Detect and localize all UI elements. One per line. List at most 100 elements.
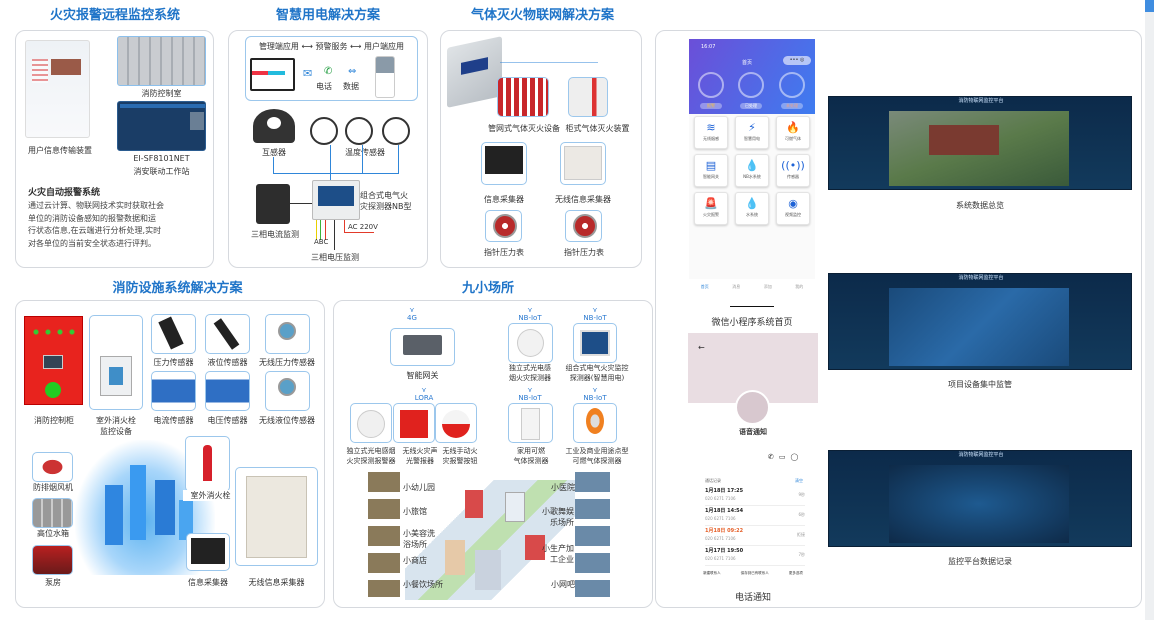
sensor-label: 电流传感器	[153, 416, 194, 425]
dial-label[interactable]: 报警	[700, 103, 722, 109]
nav-home[interactable]: 首页	[700, 284, 709, 289]
label-line: 光警报器	[406, 457, 434, 465]
nb-electric-detector-image	[573, 323, 617, 363]
sensor-label: 压力传感器	[153, 358, 194, 367]
dial-label[interactable]: 已处理	[740, 103, 762, 109]
function-tile[interactable]: ⚡智慧用电	[735, 116, 769, 149]
antenna-icon: ⋎	[527, 306, 533, 314]
call-record[interactable]: 1月18日 09:22 020 6271 7106 拒接	[705, 528, 805, 546]
wire	[325, 220, 326, 240]
more-options-button[interactable]: 更多选项	[788, 571, 803, 575]
bottom-nav: 首页 消息 添加 我的	[689, 284, 815, 290]
dial	[698, 72, 724, 98]
manual-button-image	[435, 403, 477, 443]
workstation-screen	[117, 101, 206, 151]
current-monitor-label: 三相电流监测	[251, 230, 299, 239]
nb-smoke-label: 独立式光电感烟火灾探测器	[496, 363, 564, 383]
control-room-label: 消防控制室	[141, 89, 182, 98]
function-tile[interactable]: ((•))传感器	[776, 154, 810, 187]
back-arrow-icon[interactable]: ←	[698, 343, 705, 352]
network-label: NB-IoT	[518, 394, 542, 402]
function-tile[interactable]: 💧NB水系统	[735, 154, 769, 187]
mini-app-screen: 16:07 首页 ••• ◎ 报警 已处理 未处理 ≋无线烟感⚡智慧用电🔥可燃气…	[689, 39, 815, 289]
record-duration: 拒接	[797, 532, 805, 537]
record-number: 020 6271 7106	[705, 536, 736, 541]
save-existing-button[interactable]: 保存到已有联系人	[740, 571, 769, 575]
wire	[320, 220, 321, 240]
platform-title: 消防物联网监控平台	[958, 98, 1004, 104]
nav-messages[interactable]: 消息	[732, 284, 741, 289]
fire-control-cabinet-image	[24, 316, 83, 405]
temp-sensor-coil-icon	[345, 117, 373, 145]
record-time: 1月18日 09:22	[705, 528, 744, 534]
wire	[344, 232, 374, 233]
cabinet-gas-device-image	[568, 77, 608, 117]
tile-label: 智慧用电	[744, 136, 760, 141]
desc-line: 单位的消防设备感知的报警数据和运	[28, 213, 156, 223]
antenna-nb: ⋎NB-IoT	[580, 306, 610, 322]
building-3d-image	[447, 36, 502, 108]
antenna-icon: ⋎	[592, 306, 598, 314]
tile-icon: ≋	[706, 121, 716, 134]
function-tile[interactable]: ◉视频监控	[776, 192, 810, 225]
current-transformer-image	[253, 109, 295, 143]
ac-label: AC 220V	[348, 223, 378, 231]
gas-title: 气体灭火物联网解决方案	[470, 8, 614, 23]
wire	[362, 145, 363, 173]
label-line: 气体探测器	[513, 457, 549, 465]
function-tile[interactable]: 🔥可燃气体	[776, 116, 810, 149]
tile-icon: 🚨	[704, 197, 718, 210]
wire	[398, 145, 399, 173]
place-label: 小美容洗浴场所	[403, 529, 435, 549]
call-video-message-icons[interactable]: ✆▭◯	[768, 453, 804, 461]
function-tile[interactable]: ≋无线烟感	[694, 116, 728, 149]
label-line: 灾报警按钮	[442, 457, 478, 465]
antenna-lora: ⋎LORA	[410, 386, 438, 402]
dashboard-overview-screen: 消防物联网监控平台	[828, 96, 1132, 190]
abc-label: ABC	[314, 238, 329, 246]
nav-add[interactable]: 添加	[763, 284, 772, 289]
record-time: 1月17日 19:50	[705, 548, 744, 554]
function-tile[interactable]: 🚨火灾报警	[694, 192, 728, 225]
record-number: 020 6271 7106	[705, 556, 736, 561]
new-contact-button[interactable]: 新建联系人	[703, 571, 721, 575]
nine-places-title: 九小场所	[461, 281, 514, 296]
scrollbar[interactable]	[1145, 0, 1154, 620]
capsule-menu-button[interactable]: ••• ◎	[783, 56, 811, 65]
sensor-label: 电压传感器	[207, 416, 248, 425]
place-label: 小生产加工企业	[542, 544, 574, 564]
platform-title: 消防物联网监控平台	[958, 275, 1004, 281]
dial-label[interactable]: 未处理	[781, 103, 803, 109]
function-tile[interactable]: ▤智能网关	[694, 154, 728, 187]
antenna-nb: ⋎NB-IoT	[515, 386, 545, 402]
voltage-monitor-label: 三相电压监测	[311, 253, 359, 262]
smart-power-title: 智慧用电解决方案	[275, 8, 380, 23]
data-label: 数据	[343, 82, 359, 91]
home-indicator	[730, 306, 774, 307]
control-room-photo	[117, 36, 206, 86]
fire-alarm-description: 通过云计算、物联网技术实时获取社会 单位的消防设备感知的报警数据和运 行状态信息…	[28, 200, 164, 250]
smoke-alarm-label: 独立式光电感烟火灾探测报警器	[338, 446, 404, 466]
wireless-pressure-shape	[278, 322, 296, 340]
screen-caption: 系统数据总览	[956, 201, 1004, 210]
desc-line: 对各单位的当前安全状态进行评判。	[28, 238, 156, 248]
user-info-device-image	[25, 40, 90, 138]
nav-profile[interactable]: 我的	[795, 284, 804, 289]
cabinet-label: 消防控制柜	[34, 416, 74, 425]
place-label: 小商店	[403, 556, 427, 565]
label-line: 室外消火栓	[96, 416, 136, 425]
clear-button[interactable]: 清空	[795, 478, 803, 483]
right-place-photos	[575, 472, 610, 597]
contact-actions: 新建联系人 保存到已有联系人 更多选项	[693, 571, 813, 576]
info-collector-image	[481, 142, 527, 185]
network-label: NB-IoT	[583, 394, 607, 402]
function-tile[interactable]: 💧水系统	[735, 192, 769, 225]
label-line: 独立式光电感	[509, 364, 551, 372]
pump-room-image	[32, 545, 73, 575]
gas-item-label: 管网式气体灭火设备	[488, 124, 560, 133]
phone-notify-caption: 电话通知	[734, 593, 771, 603]
